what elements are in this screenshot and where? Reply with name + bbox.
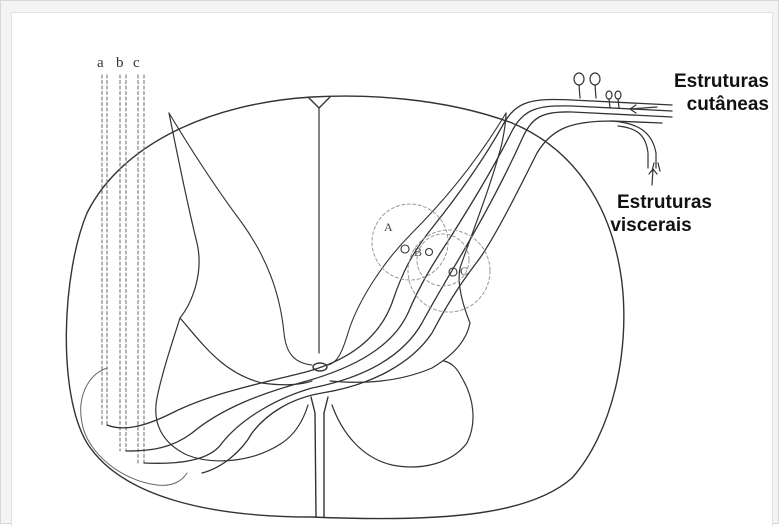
ventral-median-fissure bbox=[311, 397, 328, 517]
visceral-fibers bbox=[612, 121, 660, 171]
column-label-a: a bbox=[97, 56, 104, 71]
cutaneous-label: Estruturas cutâneas bbox=[654, 70, 769, 116]
dorsal-horn-left bbox=[169, 113, 312, 365]
zone-label-b: B bbox=[414, 246, 422, 258]
visceral-label-line2: viscerais bbox=[590, 214, 712, 237]
visceral-arrow bbox=[649, 169, 657, 185]
fiber-tracts bbox=[107, 99, 672, 473]
grey-matter-outline bbox=[156, 113, 506, 467]
dorsal-median-septum bbox=[308, 97, 330, 108]
cutaneous-label-line2: cutâneas bbox=[654, 93, 769, 116]
spinal-cord-outline bbox=[66, 96, 624, 519]
cutaneous-label-line1: Estruturas bbox=[654, 70, 769, 93]
zone-label-c: C bbox=[460, 265, 468, 277]
figure-panel: a b c A B C Estruturas cutâneas Estrutur… bbox=[11, 12, 773, 526]
receptor-structures bbox=[574, 73, 621, 108]
dorsal-horn-right bbox=[328, 113, 506, 365]
zone-label-a: A bbox=[384, 221, 393, 233]
column-label-c: c bbox=[133, 56, 140, 71]
column-lines bbox=[102, 75, 144, 463]
visceral-label-line1: Estruturas bbox=[590, 191, 712, 214]
visceral-label: Estruturas viscerais bbox=[590, 191, 712, 237]
column-label-b: b bbox=[116, 56, 124, 71]
